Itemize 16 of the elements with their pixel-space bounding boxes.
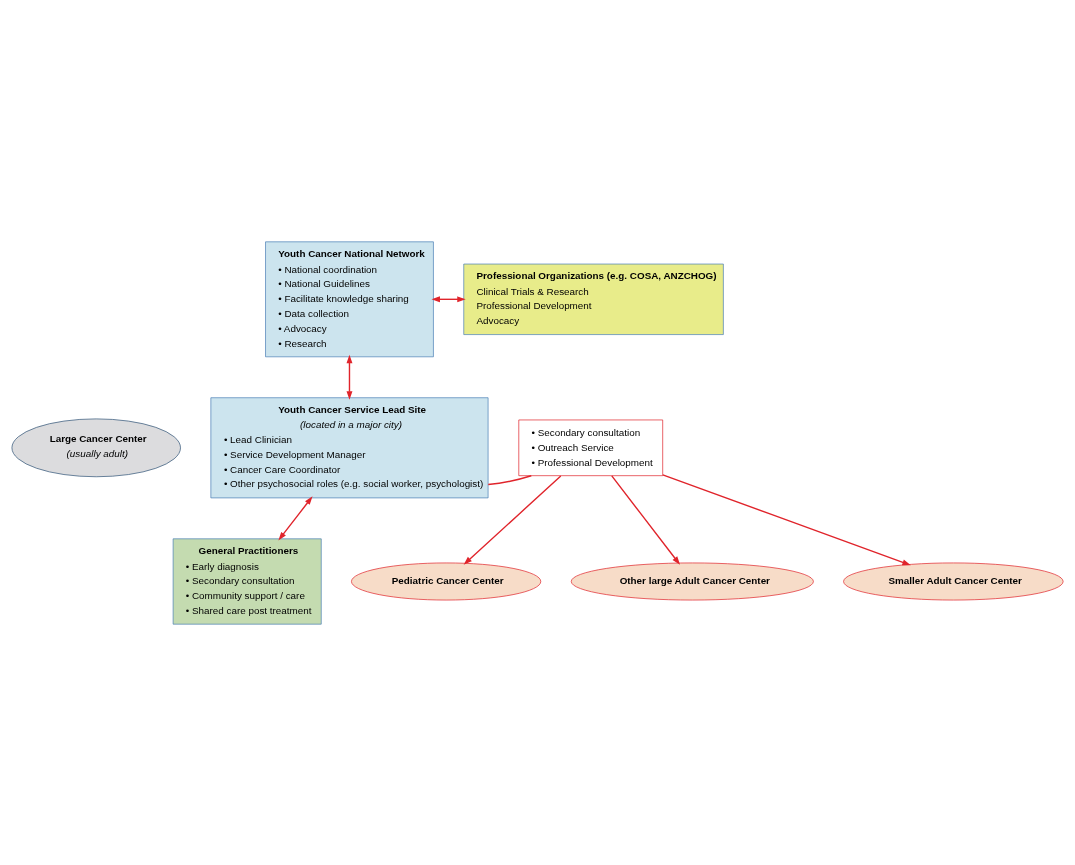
arrow: [346, 354, 353, 400]
node-ellipse: Pediatric Cancer Center: [351, 562, 542, 600]
node-box: Youth Cancer Service Lead Site (located in a major city) • Lead Clinician • Service Development Manager • Cancer Care Coordinator • Other psychosocial roles (e.g. social worker, psychologist): [210, 396, 489, 498]
node-ellipse: Other large Adult Cancer Center: [570, 562, 814, 600]
arrow: [278, 495, 313, 540]
arrow: [662, 473, 911, 565]
node-box: Professional Organizations (e.g. COSA, ANZCHOG) Clinical Trials & Research Professional Development Advocacy: [463, 263, 724, 335]
node-box: Youth Cancer National Network • National coordination • National Guidelines • Facilitate knowledge sharing • Data collection • Advocacy • Research: [265, 240, 434, 357]
arrow: [431, 295, 466, 302]
arrow: [611, 474, 681, 565]
arrow: [463, 474, 562, 565]
node-ellipse: Large Cancer Center (usually adult): [11, 418, 181, 477]
node-box: General Practitioners • Early diagnosis • Secondary consultation • Community support / care • Shared care post treatment: [172, 537, 322, 625]
node-ellipse: Smaller Adult Cancer Center: [843, 562, 1064, 600]
node-box: • Secondary consultation • Outreach Service • Professional Development: [518, 419, 664, 476]
connector: [487, 474, 532, 485]
